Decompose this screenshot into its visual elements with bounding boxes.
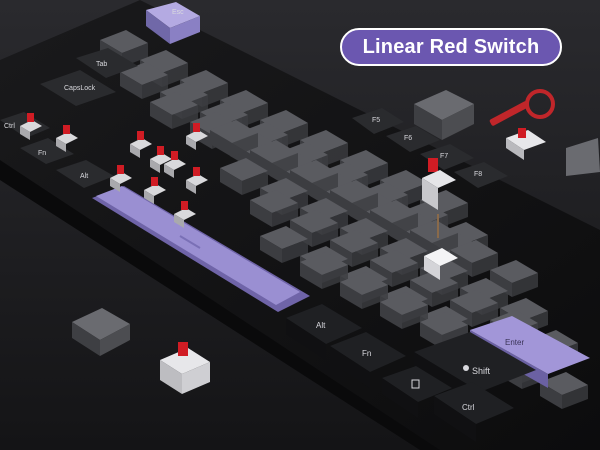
enter-legend: Enter xyxy=(505,338,524,347)
loose-keycap xyxy=(72,308,130,356)
keycap-57 xyxy=(300,252,348,289)
switch-type-badge: Linear Red Switch xyxy=(340,28,562,66)
f7-key: F7 xyxy=(420,144,474,170)
alt-right-legend: Alt xyxy=(316,321,326,330)
red-switch-6 xyxy=(110,165,132,192)
ctrl-right-key: Ctrl xyxy=(434,382,514,442)
keycap-42 xyxy=(250,190,298,227)
red-switch-9 xyxy=(174,201,196,228)
red-switch-7 xyxy=(144,177,166,204)
fn-left-key: Fn xyxy=(20,138,74,164)
f5-key: F5 xyxy=(352,108,404,134)
red-switch-5 xyxy=(164,151,186,178)
keycap-grid xyxy=(100,30,588,409)
f5-legend: F5 xyxy=(372,117,380,124)
red-switch-4 xyxy=(186,123,208,150)
red-switch-3 xyxy=(150,146,172,173)
ctrl-right-legend: Ctrl xyxy=(462,403,475,412)
keycap-58 xyxy=(340,272,388,309)
f7-legend: F7 xyxy=(440,153,448,160)
capslock-key: CapsLock xyxy=(40,70,116,106)
keycap-59 xyxy=(380,292,428,329)
red-switch-2 xyxy=(130,131,152,158)
fn-right-key: Fn xyxy=(330,332,406,388)
loose-switch-right xyxy=(506,128,546,160)
fn-left-legend: Fn xyxy=(38,150,46,157)
menu-key xyxy=(382,366,452,418)
exposed-switches xyxy=(20,113,208,228)
red-switch-1 xyxy=(56,125,78,152)
tab-key: Tab xyxy=(76,48,138,78)
f8-key: F8 xyxy=(454,162,508,188)
loose-keycap-right xyxy=(414,90,474,140)
loose-switch-front xyxy=(160,342,210,394)
keycap-34 xyxy=(220,158,268,195)
f8-legend: F8 xyxy=(474,171,482,178)
shift-legend: Shift xyxy=(472,366,491,376)
keycap-63 xyxy=(540,372,588,409)
tab-legend: Tab xyxy=(96,61,107,68)
capslock-legend: CapsLock xyxy=(64,85,96,92)
red-switch-8 xyxy=(186,167,208,194)
f6-key: F6 xyxy=(386,126,440,152)
alt-left-key: Alt xyxy=(56,160,114,188)
esc-legend: Esc xyxy=(172,9,184,16)
ctrl-left-legend: Ctrl xyxy=(4,123,15,130)
keycap-puller-icon xyxy=(489,89,555,126)
alt-right-key: Alt xyxy=(286,304,362,360)
spacebar-key xyxy=(92,186,310,312)
fn-right-legend: Fn xyxy=(362,349,371,358)
keycap-50 xyxy=(260,226,308,263)
alt-left-legend: Alt xyxy=(80,173,88,180)
case-edge xyxy=(0,160,440,450)
f6-legend: F6 xyxy=(404,135,412,142)
keycap-26 xyxy=(210,120,258,157)
keycap-18 xyxy=(150,92,198,129)
exploded-switch xyxy=(422,158,458,280)
red-switch-0 xyxy=(20,113,42,140)
esc-key: Esc xyxy=(146,2,200,44)
loose-keycap-edge xyxy=(566,138,600,176)
